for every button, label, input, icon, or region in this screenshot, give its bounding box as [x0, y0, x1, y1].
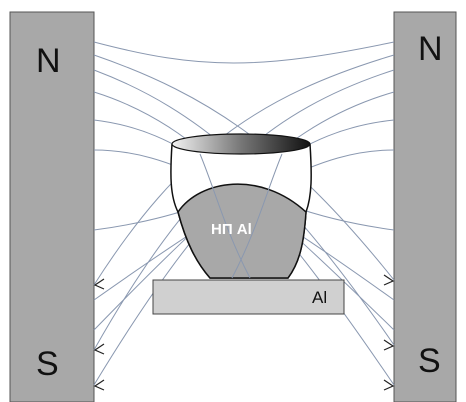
substrate-label: Al — [312, 288, 327, 307]
arrowhead-icon — [93, 343, 105, 355]
arrowhead-icon — [383, 274, 395, 286]
arrowhead-icon — [93, 278, 105, 290]
right-north-label: N — [418, 30, 443, 68]
left-magnet — [9, 11, 95, 402]
aluminum-nanoparticle-droplet — [170, 133, 312, 279]
right-magnet — [393, 11, 457, 402]
droplet-rim — [171, 133, 311, 155]
arrowhead-icon — [383, 339, 395, 351]
right-south-label: S — [418, 342, 441, 380]
field-line — [231, 153, 283, 279]
left-arrowheads — [93, 278, 105, 391]
field-line — [93, 41, 395, 64]
left-north-label: N — [36, 42, 61, 80]
aluminum-substrate — [152, 279, 345, 315]
field-line — [199, 153, 251, 279]
droplet-fill — [177, 183, 307, 279]
arrowhead-icon — [93, 379, 105, 391]
droplet-label: НП Al — [211, 221, 252, 238]
right-arrowheads — [383, 274, 395, 391]
left-south-label: S — [36, 345, 59, 383]
arrowhead-icon — [383, 379, 395, 391]
